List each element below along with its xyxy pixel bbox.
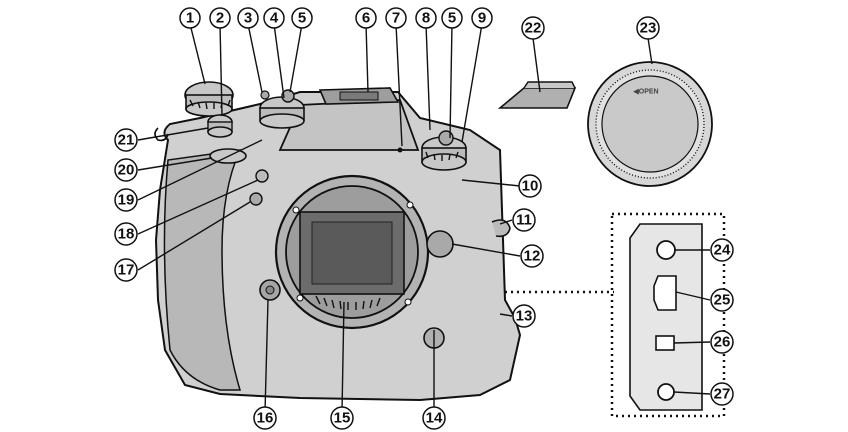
microphone	[397, 147, 403, 153]
svg-text:3: 3	[244, 10, 252, 27]
callout-13: 13	[512, 304, 536, 328]
svg-text:16: 16	[257, 410, 274, 427]
svg-text:2: 2	[216, 10, 224, 27]
mic-remote-jack[interactable]	[656, 240, 676, 260]
svg-text:1: 1	[186, 10, 194, 27]
svg-text:19: 19	[118, 192, 135, 209]
callout-8: 8	[415, 7, 437, 29]
callout-22: 22	[521, 16, 545, 40]
svg-text:5: 5	[298, 10, 306, 27]
callout-18: 18	[114, 222, 138, 246]
callout-26: 26	[710, 330, 734, 354]
svg-text:5: 5	[448, 10, 456, 27]
callout-7: 7	[385, 7, 407, 29]
lens-mount	[274, 174, 430, 330]
usb-connector[interactable]	[655, 335, 675, 351]
callout-20: 20	[114, 158, 138, 182]
callout-21: 21	[114, 128, 138, 152]
callout-14: 14	[422, 406, 446, 430]
svg-text:22: 22	[525, 20, 542, 37]
lens-signal-contacts	[315, 295, 381, 310]
callout-3: 3	[237, 7, 259, 29]
callout-10: 10	[518, 174, 542, 198]
svg-text:9: 9	[478, 10, 486, 27]
svg-text:4: 4	[270, 10, 279, 27]
callout-25: 25	[710, 288, 734, 312]
drive-mode-lever[interactable]	[260, 90, 270, 100]
callouts: 1 2 3 4 5 6 7 8 5 9 22 23 10 11 12 13 14…	[114, 7, 734, 430]
body-cap: ◀OPEN	[587, 61, 713, 187]
svg-text:6: 6	[362, 10, 370, 27]
svg-text:7: 7	[392, 10, 400, 27]
front-right-dial[interactable]	[426, 230, 454, 258]
callout-12: 12	[520, 244, 544, 268]
svg-text:21: 21	[118, 132, 135, 149]
svg-text:14: 14	[426, 410, 443, 427]
callout-4: 4	[263, 7, 285, 29]
af-assist-lamp	[255, 169, 269, 183]
leader-lines	[137, 23, 711, 413]
callout-5a: 5	[291, 7, 313, 29]
svg-text:25: 25	[714, 292, 731, 309]
dial-lock-button[interactable]	[281, 89, 295, 103]
svg-text:23: 23	[640, 20, 657, 37]
body-cap-label: ◀OPEN	[632, 89, 658, 96]
callout-19: 19	[114, 188, 138, 212]
svg-text:20: 20	[118, 162, 135, 179]
svg-text:18: 18	[118, 226, 135, 243]
svg-text:13: 13	[516, 308, 533, 325]
callout-16: 16	[253, 406, 277, 430]
callout-6: 6	[355, 7, 377, 29]
callout-27: 27	[710, 382, 734, 406]
function-button[interactable]	[249, 192, 263, 206]
svg-text:27: 27	[714, 386, 731, 403]
svg-text:17: 17	[118, 262, 135, 279]
headphone-jack[interactable]	[657, 383, 675, 401]
callout-23: 23	[636, 16, 660, 40]
hdmi-connector[interactable]	[653, 275, 677, 311]
svg-text:8: 8	[422, 10, 430, 27]
svg-text:12: 12	[524, 248, 541, 265]
callout-1: 1	[179, 7, 201, 29]
svg-text:26: 26	[714, 334, 731, 351]
callout-17: 17	[114, 258, 138, 282]
svg-text:24: 24	[714, 242, 731, 259]
callout-15: 15	[330, 406, 354, 430]
connector-panel	[505, 212, 726, 418]
callout-5b: 5	[441, 7, 463, 29]
callout-2: 2	[209, 7, 231, 29]
shutter-release-button[interactable]	[438, 130, 454, 146]
callout-24: 24	[710, 238, 734, 262]
svg-text:15: 15	[334, 410, 351, 427]
svg-text:10: 10	[522, 178, 539, 195]
callout-11: 11	[512, 208, 536, 232]
hot-shoe-cover	[497, 87, 577, 109]
callout-9: 9	[471, 7, 493, 29]
svg-text:11: 11	[516, 212, 532, 229]
